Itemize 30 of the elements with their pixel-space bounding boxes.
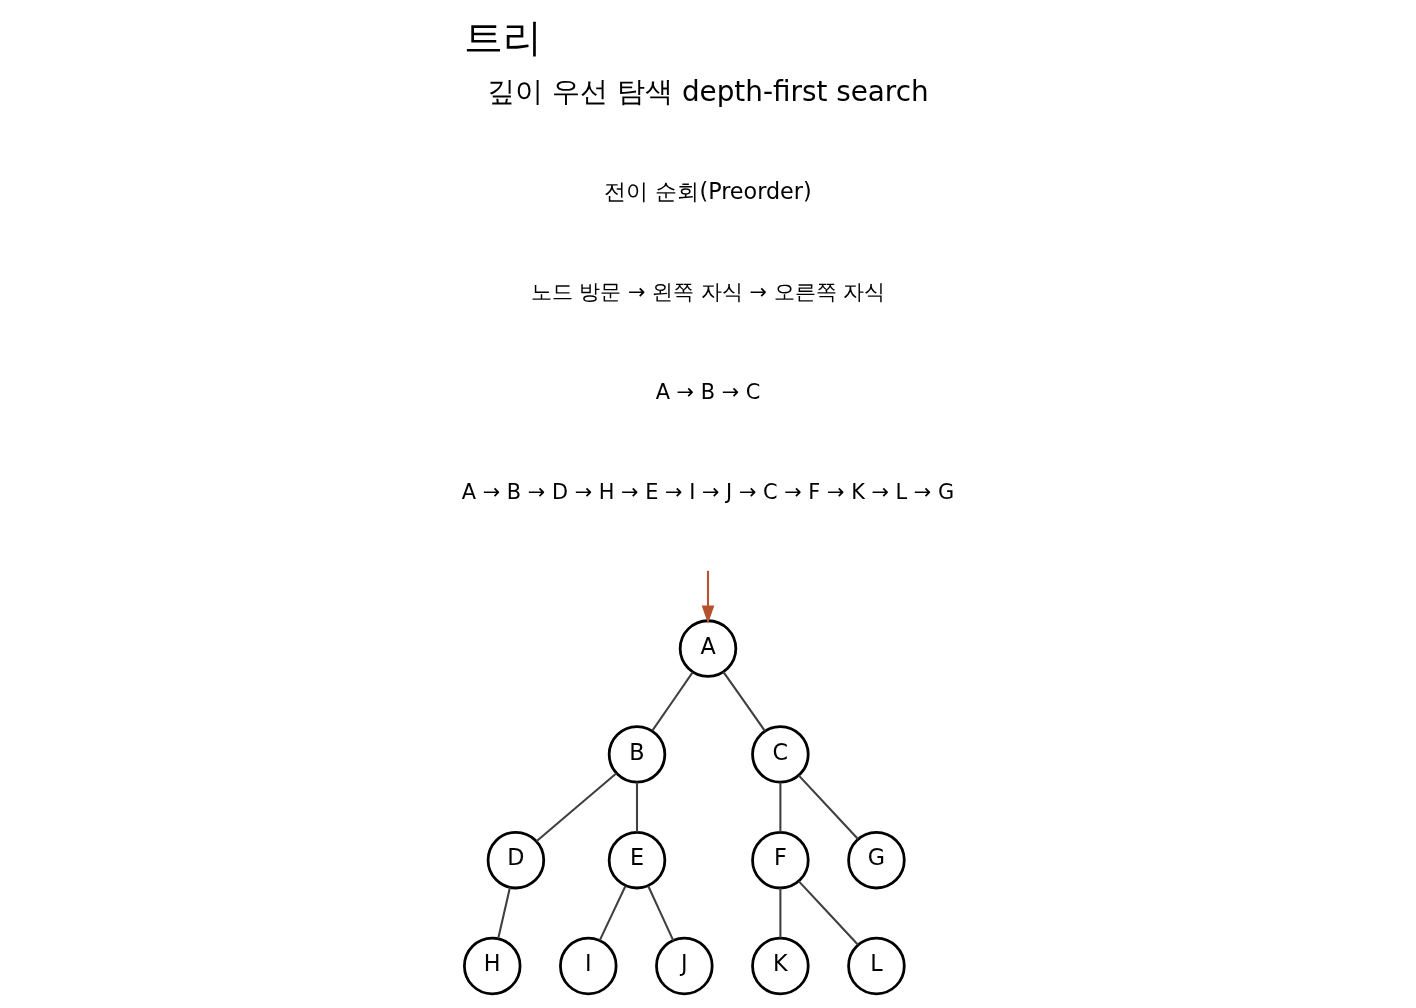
node-circle: G	[847, 830, 906, 890]
node-circle: D	[486, 830, 546, 890]
connector	[598, 885, 627, 941]
node-circle: L	[847, 936, 906, 996]
node-circle: K	[751, 936, 810, 996]
connector	[497, 887, 511, 939]
label: A → B → C	[655, 380, 761, 405]
node-circle: I	[559, 936, 618, 996]
connector	[798, 880, 859, 946]
node-circle: H	[463, 936, 522, 996]
node-circle: F	[751, 830, 810, 890]
connector	[647, 885, 675, 941]
node-circle: B	[607, 725, 667, 784]
diagram-title: 트리	[463, 14, 542, 60]
connector	[798, 774, 859, 840]
arrow	[701, 570, 715, 624]
connector	[779, 888, 782, 938]
label: 전이 순회(Preorder)	[604, 178, 812, 205]
node-circle: E	[607, 830, 667, 890]
connector	[722, 671, 766, 732]
label: 노드 방문 → 왼쪽 자식 → 오른쪽 자식	[530, 279, 886, 304]
connector	[635, 782, 639, 832]
connector	[651, 671, 694, 732]
label: 깊이 우선 탐색 depth-first search	[487, 74, 929, 108]
node-circle: A	[678, 619, 738, 678]
node-circle: C	[751, 725, 810, 784]
node-circle: J	[655, 936, 714, 996]
label: A → B → D → H → E → I → J → C → F → K → L → G	[461, 480, 955, 505]
connector	[535, 772, 618, 842]
connector	[779, 782, 782, 832]
